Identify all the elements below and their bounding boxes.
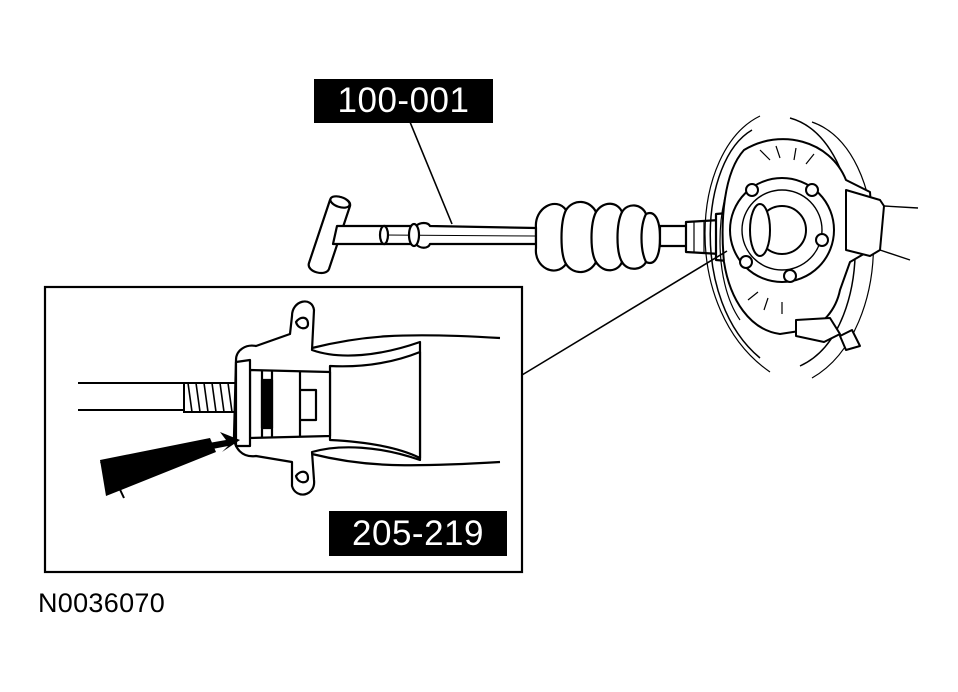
figure-id: N0036070 (38, 588, 166, 618)
shaft (378, 221, 538, 249)
detail-inset (43, 285, 524, 574)
knuckle-section (232, 300, 501, 496)
callout-bearing-remover: 205-219 (329, 511, 507, 556)
slide-hammer (307, 195, 752, 275)
sliding-weight (534, 200, 662, 274)
callout-slide-hammer: 100-001 (314, 79, 493, 123)
direction-arrow (100, 432, 240, 499)
hub-knuckle (704, 115, 919, 379)
leader-detail (521, 250, 728, 376)
t-handle (307, 195, 387, 275)
leader-slide-hammer (409, 121, 453, 225)
